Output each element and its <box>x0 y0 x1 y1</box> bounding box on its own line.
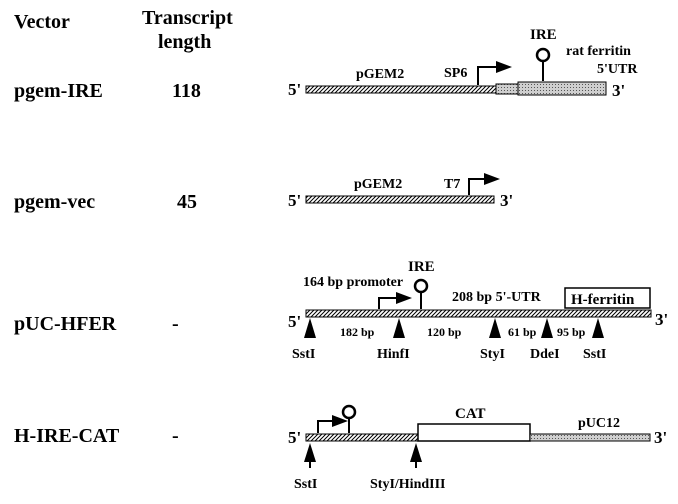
segment-length-2: 120 bp <box>427 325 462 339</box>
five-prime-label: 5' <box>288 312 301 331</box>
five-prime-label: 5' <box>288 80 301 99</box>
row-name: pgem-vec <box>14 191 95 213</box>
promoter-arrow-icon <box>468 173 500 195</box>
row-name: H-IRE-CAT <box>14 425 120 447</box>
row-name: pgem-IRE <box>14 80 103 102</box>
backbone-label: pGEM2 <box>354 177 402 192</box>
ire-stem-loop-icon <box>413 278 429 309</box>
site-label-1: SstI <box>294 477 317 492</box>
site-label-4: DdeI <box>530 347 560 362</box>
gene-label: H-ferritin <box>571 292 635 308</box>
three-prime-label: 3' <box>612 81 625 100</box>
promoter-label: T7 <box>444 177 460 192</box>
ire-label: IRE <box>530 27 557 43</box>
cut-site-arrow-icon <box>393 318 405 338</box>
hferritin-construct-bar <box>305 309 652 318</box>
site-label-2: HinfI <box>377 347 410 362</box>
ferritin-utr-segment <box>517 81 607 96</box>
five-prime-label: 5' <box>288 191 301 210</box>
site-label-2: StyI/HindIII <box>370 477 445 492</box>
cat-gene-box <box>417 423 531 442</box>
cut-site-arrow-icon <box>489 318 501 338</box>
ire-label: IRE <box>408 259 435 275</box>
utr-label-line2: 5'UTR <box>597 62 638 77</box>
ire-stem-loop-icon <box>535 47 551 81</box>
cut-site-arrow-icon <box>304 318 316 338</box>
row-pgem-ire: pgem-IRE 118 5' 3' pGEM2 SP6 IRE rat fer… <box>14 27 638 102</box>
utr-label-line1: rat ferritin <box>566 44 631 59</box>
transcript-length: 45 <box>177 191 197 213</box>
three-prime-label: 3' <box>655 310 668 329</box>
row-puc-hfer: pUC-HFER - 5' 3' 164 bp promoter IRE 208… <box>14 259 668 362</box>
promoter-label: 164 bp promoter <box>303 275 403 290</box>
header-transcript: Transcript <box>142 7 233 29</box>
row-h-ire-cat: H-IRE-CAT - 5' CAT pUC12 3' SstI StyI/Hi… <box>14 404 667 492</box>
cut-site-arrow-icon <box>304 443 316 468</box>
promoter-arrow-icon <box>477 61 512 85</box>
pgem2-backbone <box>305 85 497 94</box>
row-pgem-vec: pgem-vec 45 5' 3' pGEM2 T7 <box>14 173 513 213</box>
transcript-length: - <box>172 313 179 335</box>
site-label-3: StyI <box>480 347 505 362</box>
cut-site-arrow-icon <box>541 318 553 338</box>
cut-site-arrow-icon <box>410 443 422 468</box>
hferritin-promoter-segment <box>305 433 419 442</box>
site-label-1: SstI <box>292 347 315 362</box>
cut-site-arrow-icon <box>592 318 604 338</box>
promoter-arrow-icon <box>378 292 412 309</box>
utr-label: 208 bp 5'-UTR <box>452 290 542 305</box>
promoter-arrow-icon <box>317 415 348 433</box>
segment-length-3: 61 bp <box>508 325 537 339</box>
segment-length-1: 182 bp <box>340 325 375 339</box>
hferritin-gene-box <box>564 287 651 309</box>
row-name: pUC-HFER <box>14 313 117 335</box>
transcript-length: 118 <box>172 80 201 102</box>
header-length: length <box>158 31 211 53</box>
five-prime-label: 5' <box>288 428 301 447</box>
ire-stem-loop-icon <box>341 404 357 433</box>
vector-label: pUC12 <box>578 416 620 431</box>
puc12-segment <box>529 433 651 442</box>
transcript-length: - <box>172 425 179 447</box>
segment-length-4: 95 bp <box>557 325 586 339</box>
three-prime-label: 3' <box>654 428 667 447</box>
site-label-5: SstI <box>583 347 606 362</box>
pgem2-backbone <box>305 195 495 204</box>
promoter-segment <box>495 83 519 95</box>
gene-label: CAT <box>455 406 486 422</box>
header-vector: Vector <box>14 11 70 33</box>
three-prime-label: 3' <box>500 191 513 210</box>
backbone-label: pGEM2 <box>356 67 404 82</box>
promoter-label: SP6 <box>444 66 467 81</box>
